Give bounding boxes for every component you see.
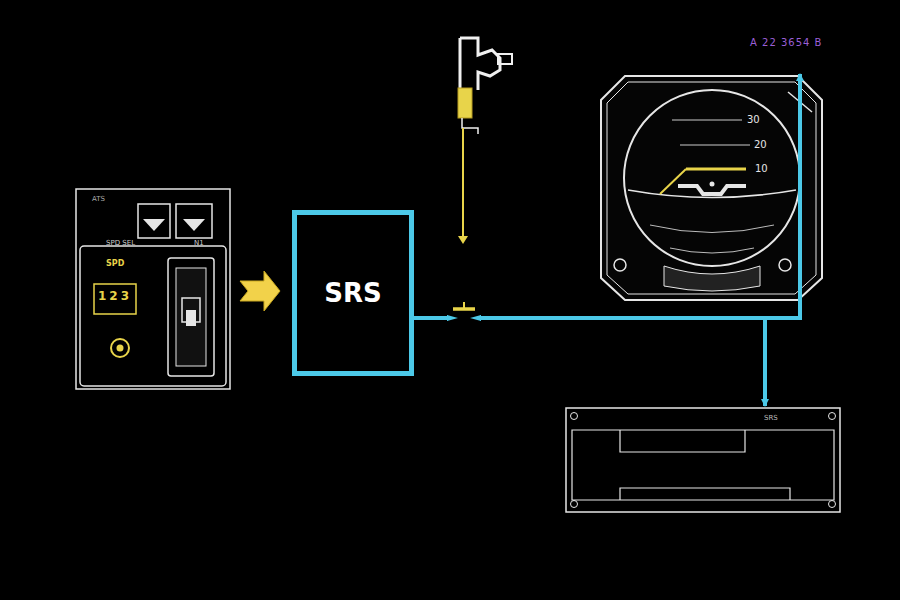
- throttle-lever: [460, 38, 500, 90]
- computer-box: SRS: [292, 210, 414, 376]
- relay-contacts: [447, 302, 481, 322]
- fd-pitch-bar: [660, 169, 686, 194]
- mode-text: SRS: [764, 415, 778, 422]
- push-button: [176, 204, 212, 238]
- fma-window: [572, 430, 834, 500]
- figure-reference: A 22 3654 B: [750, 38, 822, 48]
- fma-screw: [829, 501, 836, 508]
- toga-switch: [458, 88, 472, 118]
- adi-screw: [614, 259, 626, 271]
- selector-knob: [117, 345, 124, 352]
- push-button: [138, 204, 170, 238]
- fd-pitch-bar: [686, 168, 746, 171]
- panel-label: ATS: [92, 196, 105, 203]
- panel-inner: [80, 246, 226, 386]
- adi-screw: [779, 259, 791, 271]
- panel-label: SPD: [106, 260, 124, 268]
- button-label: SPD SEL: [106, 240, 135, 247]
- computer-name: SRS: [324, 280, 381, 306]
- aircraft-symbol: [710, 182, 715, 187]
- fma-case: [566, 408, 840, 512]
- switch-housing: [168, 258, 214, 376]
- button-triangle: [183, 219, 205, 231]
- signal-connector: [414, 318, 765, 406]
- pitch-scale: 20: [754, 140, 767, 150]
- pitch-scale: 30: [747, 115, 760, 125]
- slip-indicator: [664, 266, 760, 291]
- lever-base: [462, 118, 478, 134]
- attitude-indicator: 30 20 10: [601, 76, 823, 301]
- switch-slot: [176, 268, 206, 366]
- wire-arrow: [458, 236, 468, 244]
- signal-wire: [462, 128, 464, 238]
- fma-screw: [571, 413, 578, 420]
- pitch-line: [650, 225, 774, 253]
- fma-screw: [829, 413, 836, 420]
- adi-case: [601, 76, 822, 300]
- pitch-line: [680, 145, 750, 146]
- lever-knob: [498, 54, 512, 64]
- panel-outline: [76, 189, 230, 389]
- adi-bezel: [607, 82, 816, 294]
- button-triangle: [143, 219, 165, 231]
- counter-digits: 123: [98, 290, 132, 302]
- attitude-sphere: [624, 90, 800, 266]
- pitch-line: [672, 120, 742, 121]
- signal-connector: [414, 74, 800, 318]
- button-label: N1: [194, 240, 204, 247]
- switch-lever: [186, 310, 196, 326]
- fma-screw: [571, 501, 578, 508]
- pitch-scale: 10: [755, 164, 768, 174]
- mode-annunciator: SRS: [566, 408, 840, 512]
- selector-knob: [111, 339, 129, 357]
- control-panel: ATS SPD SEL N1SPD: [76, 189, 230, 389]
- speed-counter: [94, 284, 136, 314]
- signal-connector: [240, 271, 280, 311]
